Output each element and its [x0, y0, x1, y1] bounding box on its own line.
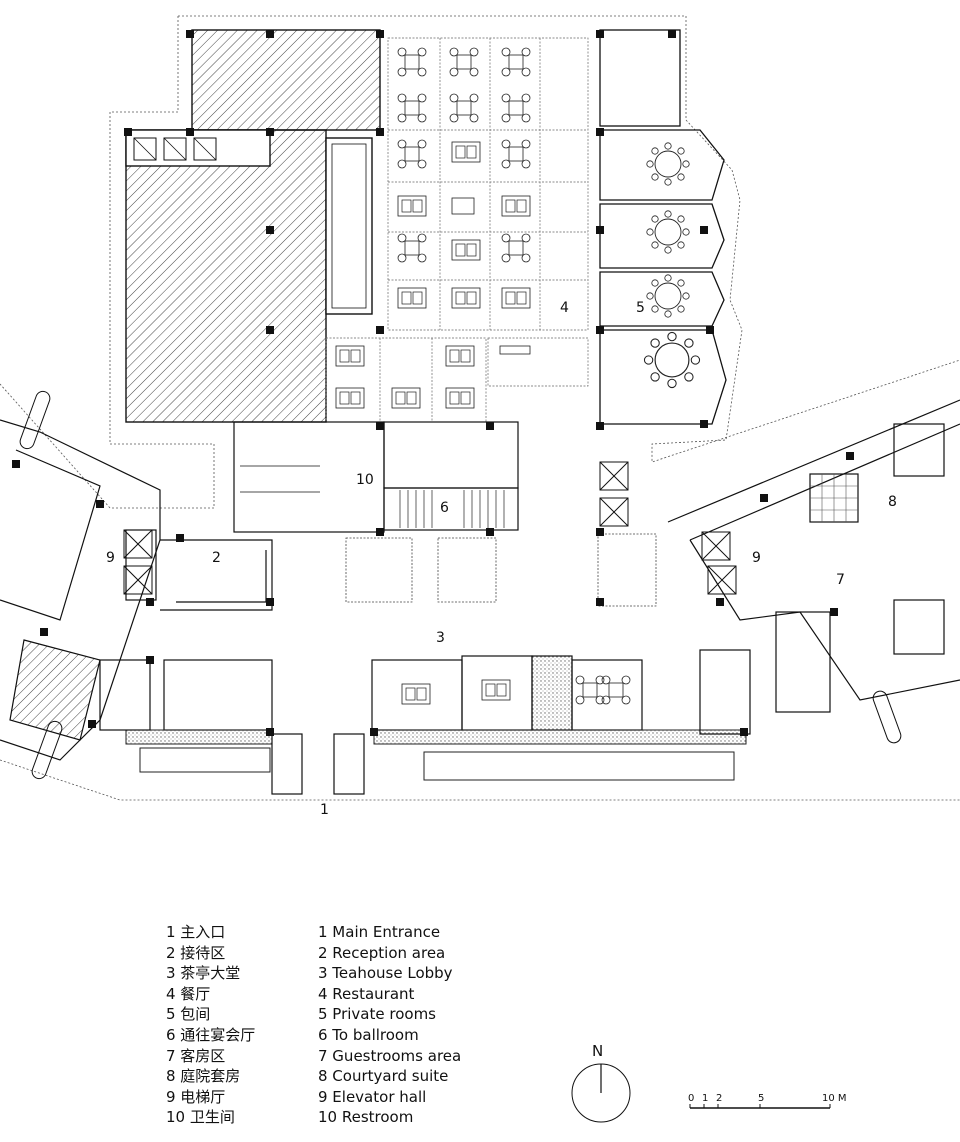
north-arrow-icon [571, 1063, 631, 1123]
scale-tick-2: 2 [716, 1093, 723, 1104]
east-wing [667, 399, 960, 735]
legend-item-en: 4 Restaurant [318, 984, 415, 1003]
restroom-block [233, 421, 519, 533]
legend-item-cn: 10 卫生间 [166, 1108, 235, 1127]
facade-planters [125, 729, 747, 781]
legend-item-cn: 2 接待区 [166, 943, 226, 962]
legend-item-cn: 3 茶亭大堂 [166, 964, 241, 983]
legend-item-en: 10 Restroom [318, 1108, 414, 1127]
restaurant-tables [335, 47, 531, 409]
site-outline [0, 15, 960, 801]
lobby-south [163, 655, 643, 731]
plan-label-restaurant: 4 [560, 300, 569, 316]
scale-tick-5: 5 [758, 1093, 765, 1104]
plan-label-reception: 2 [212, 550, 221, 566]
legend-item-cn: 8 庭院套房 [166, 1067, 241, 1086]
plan-label-ballroom: 6 [440, 500, 449, 516]
legend-chinese: 1 主入口 2 接待区 3 茶亭大堂 4 餐厅 5 包间 6 通往宴会厅 7 客… [166, 922, 255, 1128]
columns [12, 30, 854, 736]
lobby-south-seats [401, 675, 631, 705]
legend-item-cn: 6 通往宴会厅 [166, 1025, 256, 1044]
main-entrance [271, 733, 365, 795]
courtyard-grid [810, 474, 858, 522]
legend-english: 1 Main Entrance 2 Reception area 3 Teaho… [318, 922, 461, 1128]
legend-item-en: 2 Reception area [318, 943, 446, 962]
plan-label-main-entrance: 1 [320, 802, 329, 818]
legend-item-cn: 5 包间 [166, 1005, 211, 1024]
legend-item-en: 7 Guestrooms area [318, 1046, 462, 1065]
floor-plan [0, 15, 960, 801]
walkways [19, 390, 902, 780]
plan-label-restroom: 10 [356, 472, 374, 488]
legend-item-en: 6 To ballroom [318, 1025, 419, 1044]
legend-item-en: 3 Teahouse Lobby [318, 964, 453, 983]
plan-label-courtyard-suite: 8 [888, 494, 897, 510]
west-wing [0, 419, 161, 761]
service-core [125, 29, 381, 423]
legend-item-cn: 7 客房区 [166, 1046, 226, 1065]
legend-item-en: 9 Elevator hall [318, 1087, 427, 1106]
scale-tick-10: 10 M [822, 1093, 847, 1104]
plan-label-elevator-east: 9 [752, 550, 761, 566]
elevators [123, 461, 737, 595]
plan-label-elevator-west: 9 [106, 550, 115, 566]
ballroom-stair [399, 490, 505, 528]
plan-label-private-rooms: 5 [636, 300, 645, 316]
legend-item-cn: 1 主入口 [166, 923, 226, 941]
north-label: N [592, 1042, 604, 1060]
scale-tick-0: 0 [688, 1093, 695, 1104]
private-rooms [599, 29, 727, 425]
private-room-tables [643, 142, 701, 389]
scale-bar [689, 1104, 831, 1109]
scale-tick-1: 1 [702, 1093, 709, 1104]
plan-label-guestrooms: 7 [836, 572, 845, 588]
plan-label-teahouse-lobby: 3 [436, 630, 445, 646]
legend-item-en: 8 Courtyard suite [318, 1067, 449, 1086]
legend-item-en: 5 Private rooms [318, 1005, 436, 1024]
legend-item-en: 1 Main Entrance [318, 923, 441, 941]
lobby-lounges [345, 533, 657, 607]
restaurant-area [325, 37, 589, 423]
legend-item-cn: 4 餐厅 [166, 984, 211, 1003]
legend-item-cn: 9 电梯厅 [166, 1087, 226, 1106]
